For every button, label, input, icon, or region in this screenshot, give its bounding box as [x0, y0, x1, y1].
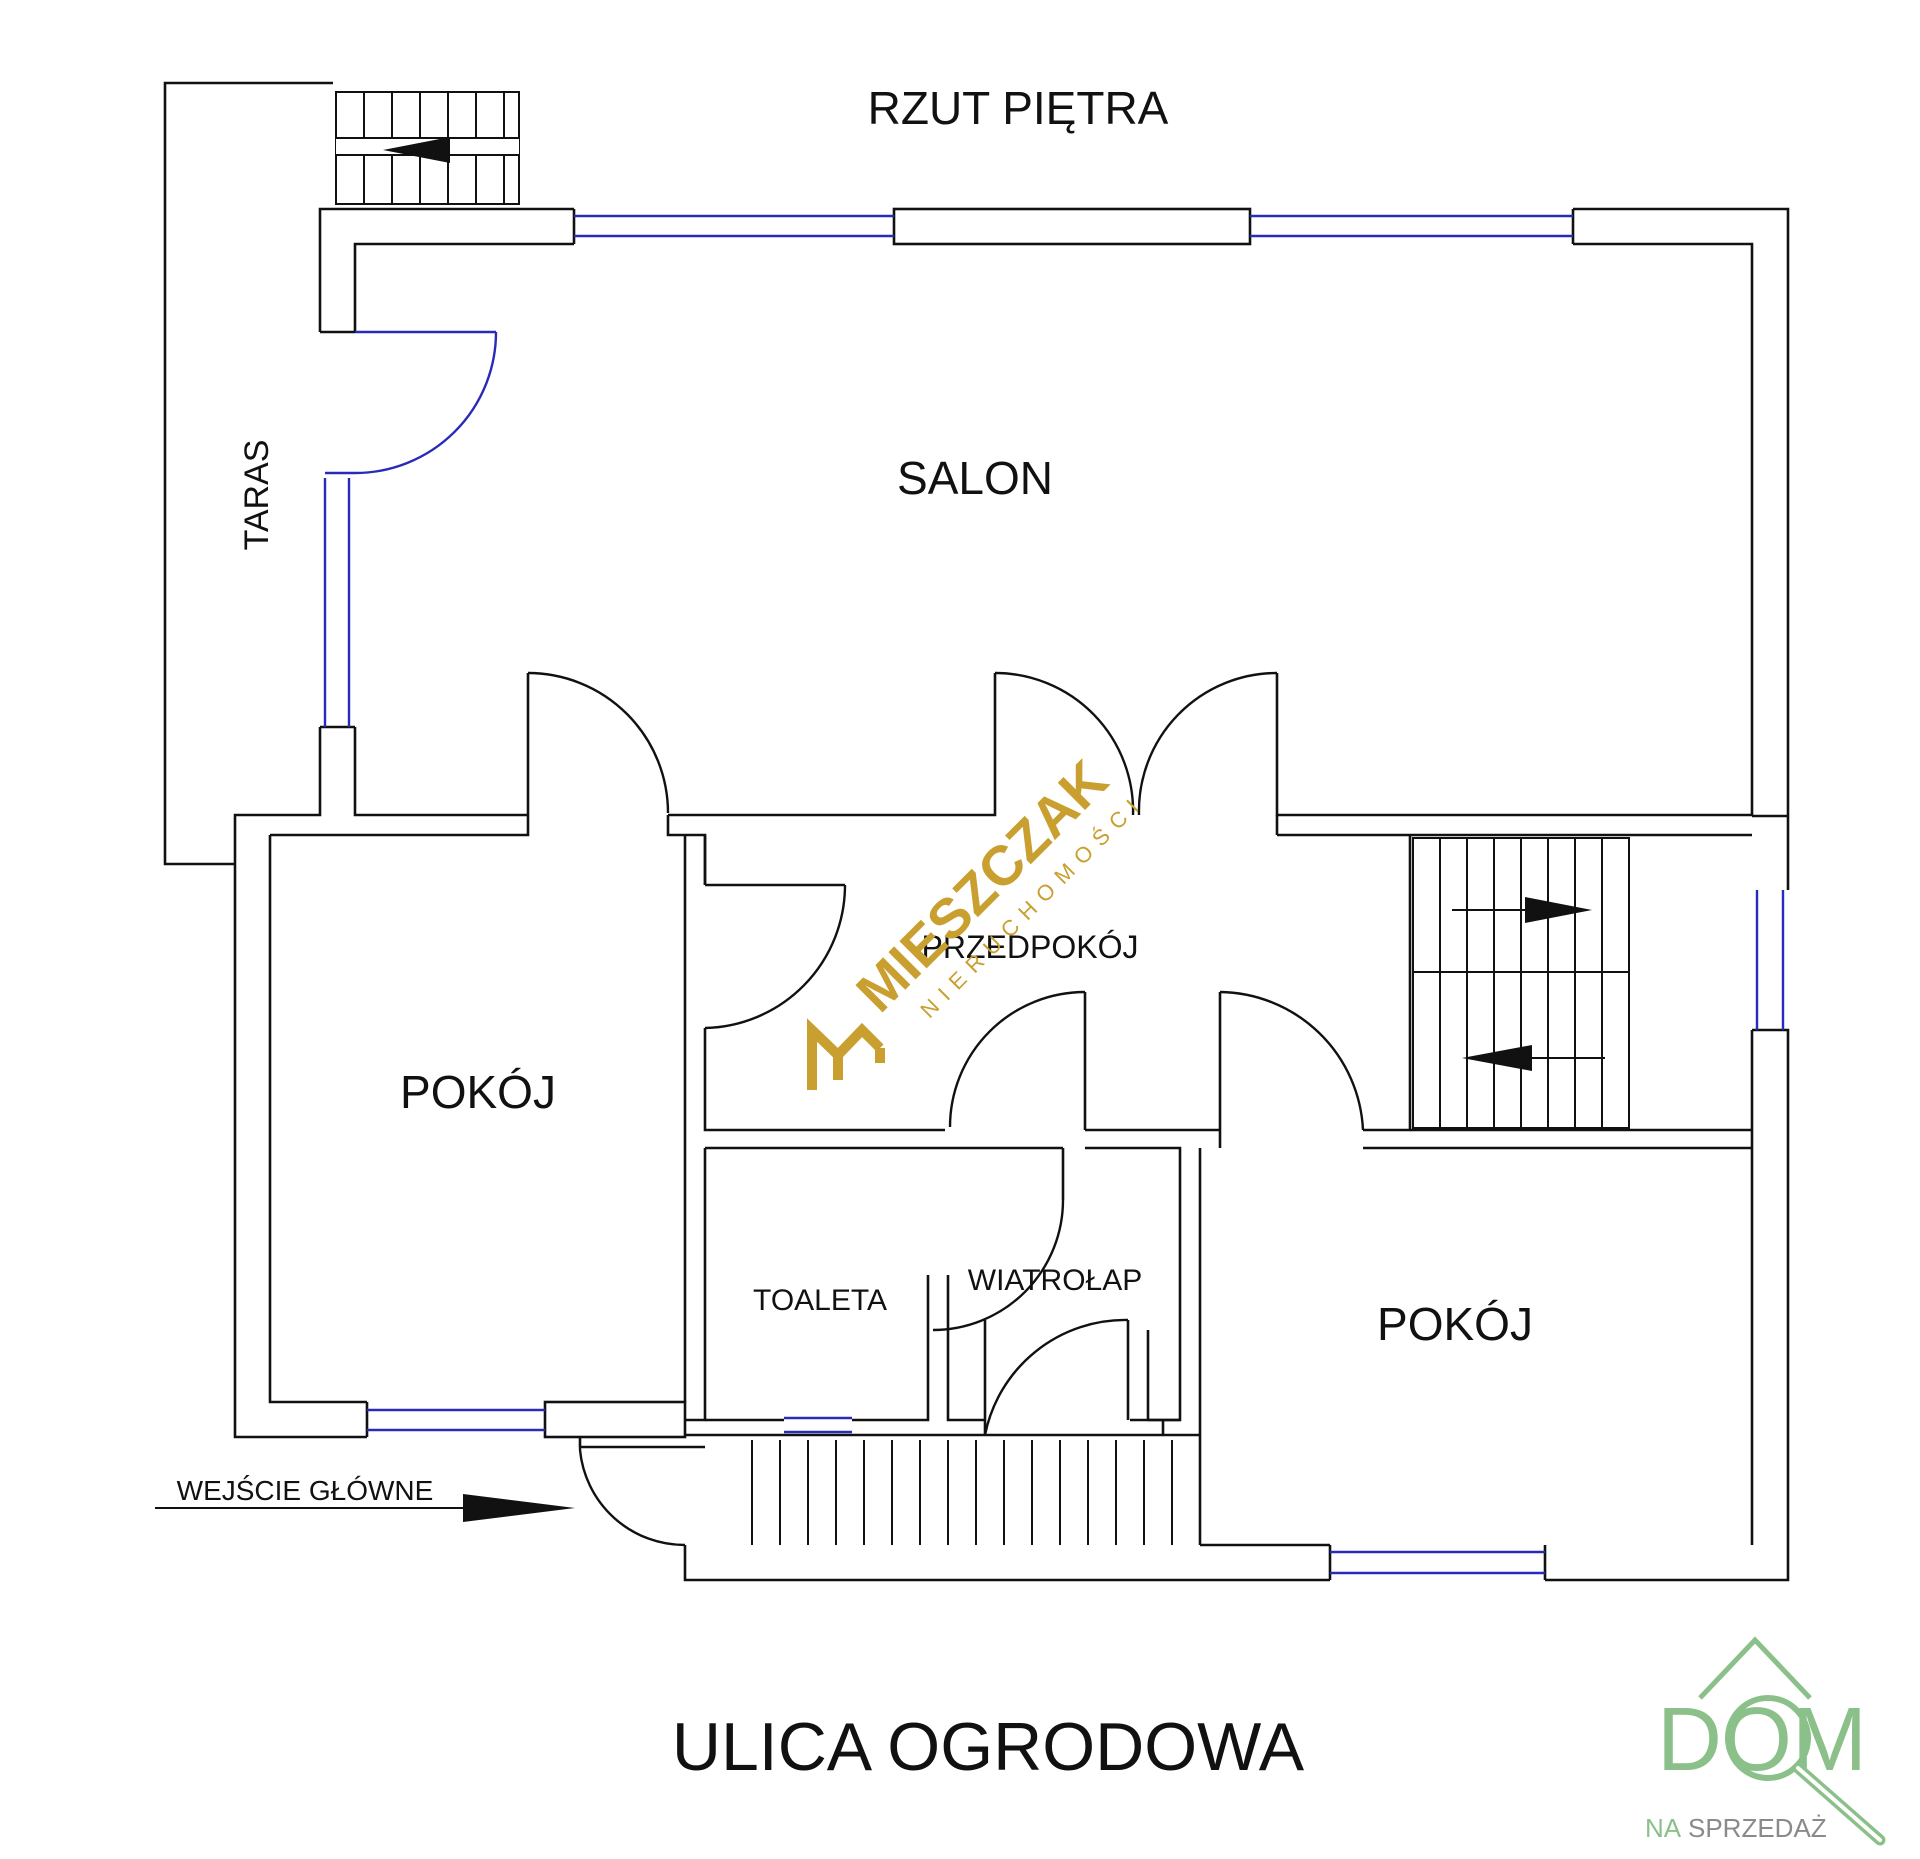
upper-stair-arrow: [383, 137, 450, 163]
salon-lower-wall: [270, 671, 1752, 885]
inner-walls: [683, 835, 1754, 1547]
mieszczak-watermark: MIESZCZAK NIERUCHOMOŚCI: [844, 748, 1150, 1024]
dom-logo-roof-icon: [1698, 1636, 1812, 1700]
street-label: ULICA OGRODOWA: [672, 1709, 1305, 1785]
dom-logo-na: NA: [1645, 1813, 1682, 1843]
watermark-brand: MIESZCZAK: [844, 748, 1120, 1024]
upper-stair: [335, 91, 520, 205]
right-stair: [1412, 837, 1630, 1129]
wiatrolap-label: WIATROŁAP: [968, 1264, 1142, 1297]
terrace-outline: [163, 81, 333, 866]
taras-label: TARAS: [238, 440, 276, 551]
mieszczak-logo-icon: [807, 1018, 885, 1090]
dom-logo: DOM NA SPRZEDAŻ: [1645, 1636, 1886, 1846]
toaleta-label: TOALETA: [753, 1284, 887, 1317]
przedpokoj-label: PRZEDPOKÓJ: [922, 929, 1139, 965]
pokoj-right-label: POKÓJ: [1377, 1298, 1533, 1350]
salon-label: SALON: [897, 452, 1053, 504]
entrance-label: WEJŚCIE GŁÓWNE: [177, 1474, 434, 1506]
dom-logo-text: DOM: [1657, 1690, 1867, 1790]
windows: [323, 214, 1785, 1575]
dom-logo-sprzedaz: SPRZEDAŻ: [1688, 1813, 1827, 1843]
right-stair-arrow-right: [1525, 897, 1592, 923]
plan-title: RZUT PIĘTRA: [868, 82, 1169, 134]
magnifier-icon: [1725, 1695, 1811, 1781]
pokoj-left-label: POKÓJ: [400, 1066, 556, 1118]
entrance-door: [578, 1437, 705, 1547]
terrace-door: [325, 330, 498, 475]
outer-walls: [233, 207, 1790, 1582]
entrance-stair: [751, 1440, 1173, 1545]
right-stair-arrow-left: [1462, 1045, 1532, 1071]
entrance-arrow: [155, 1494, 575, 1522]
